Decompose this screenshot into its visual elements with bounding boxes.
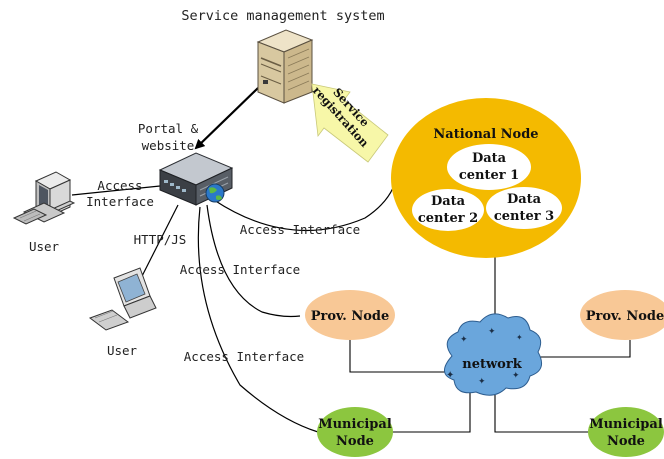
data-center-1-label-line2: center 1	[459, 168, 519, 183]
sparkle-icon-6: ✦	[512, 371, 520, 381]
user-top-access-label-line1: Access	[97, 178, 142, 193]
sparkle-icon-4: ✦	[446, 370, 454, 381]
sparkle-icon-2: ✦	[488, 327, 496, 337]
data-center-1[interactable]	[447, 144, 531, 190]
globe-icon	[205, 183, 225, 203]
prov-right-to-network-line	[535, 340, 631, 358]
data-center-3-label-line2: center 3	[494, 209, 554, 224]
national-node-label: National Node	[433, 127, 538, 142]
access-label-municipal: Access Interface	[184, 349, 304, 364]
diagram-title: Service management system	[181, 8, 384, 24]
server-icon	[256, 29, 314, 104]
access-label-national: Access Interface	[240, 222, 360, 237]
national-node[interactable]: National Node Data center 1 Data center …	[391, 98, 581, 258]
prov-node-left-label: Prov. Node	[311, 309, 390, 324]
data-center-2[interactable]	[412, 189, 484, 231]
data-center-1-label-line1: Data	[472, 151, 507, 166]
sparkle-icon-3: ✦	[516, 333, 523, 342]
http-js-label: HTTP/JS	[134, 232, 187, 247]
municipal-node-left-label-line2: Node	[336, 434, 374, 449]
sparkle-icon-1: ✦	[460, 335, 468, 345]
prov-node-left[interactable]: Prov. Node	[305, 290, 395, 340]
portal-to-user-bottom-line	[135, 204, 179, 289]
portal-to-prov-line	[206, 204, 301, 318]
prov-left-to-network-line	[349, 340, 452, 373]
portal-label-line2: website	[142, 138, 195, 153]
network-cloud-icon[interactable]: ✦ ✦ ✦ ✦ ✦ ✦ network	[444, 313, 543, 396]
prov-node-right-label: Prov. Node	[586, 309, 664, 324]
portal-to-national-line	[213, 187, 394, 232]
prov-node-right[interactable]: Prov. Node	[580, 290, 664, 340]
access-label-prov: Access Interface	[180, 262, 300, 277]
server-to-portal-arrow	[194, 87, 259, 150]
network-label: network	[462, 357, 522, 372]
portal-to-user-top-line	[71, 185, 161, 196]
municipal-node-left[interactable]: Municipal Node	[317, 407, 393, 457]
data-center-2-label-line1: Data	[431, 194, 466, 209]
data-center-3-label-line1: Data	[507, 192, 542, 207]
network-to-municipal-right-line	[494, 395, 588, 433]
municipal-node-right[interactable]: Municipal Node	[588, 407, 664, 457]
service-registration-arrow: Service registration	[310, 83, 389, 163]
user-top-computer-icon	[12, 171, 76, 225]
municipal-node-left-label-line1: Municipal	[318, 417, 392, 432]
user-top-access-label-line2: Interface	[86, 194, 154, 209]
data-center-2-label-line2: center 2	[418, 211, 478, 226]
network-to-municipal-left-line	[393, 388, 471, 433]
user-bottom-laptop-icon	[88, 267, 157, 331]
municipal-node-right-label-line2: Node	[607, 434, 645, 449]
portal-to-municipal-line	[197, 206, 319, 433]
user-bottom-label: User	[107, 343, 138, 358]
municipal-node-right-label-line1: Municipal	[589, 417, 663, 432]
sparkle-icon-5: ✦	[478, 377, 486, 387]
portal-label-line1: Portal &	[138, 121, 199, 136]
data-center-3[interactable]	[486, 187, 562, 229]
user-top-label: User	[29, 239, 60, 254]
